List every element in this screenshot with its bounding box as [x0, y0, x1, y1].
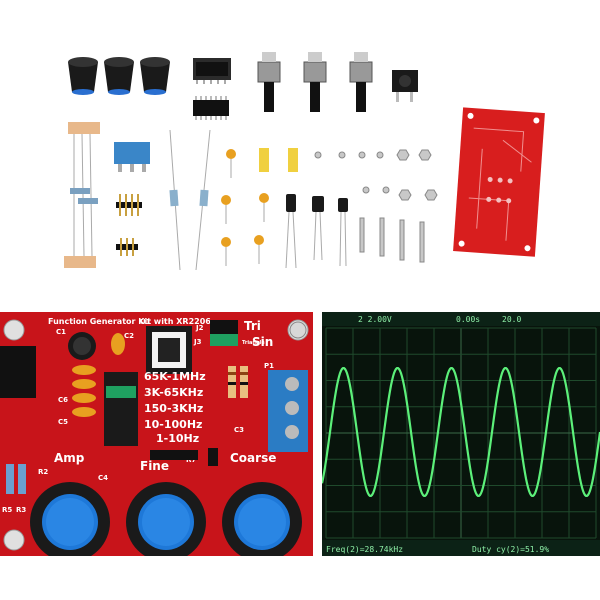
electrolytic-capacitors — [285, 194, 348, 269]
label-c2: C2 — [124, 332, 134, 340]
channel-scale: 2 2.00V — [358, 315, 392, 324]
pin-header-2 — [116, 238, 138, 256]
output-terminal-block — [268, 370, 308, 452]
range-list: 65K-1MHz 3K-65KHz 150-3KHz 10-100Hz 1-10… — [144, 370, 206, 445]
ic-chip — [193, 96, 229, 120]
upright-resistors — [228, 366, 248, 398]
frequency-readout: Freq(2)=28.74kHz — [326, 545, 403, 554]
label-c4: C4 — [98, 474, 108, 482]
label-c1: C1 — [56, 328, 66, 336]
ic-socket — [193, 58, 231, 84]
label-j2: J2 — [195, 324, 204, 332]
tantalum-capacitor — [111, 333, 125, 355]
terminal-block — [114, 142, 150, 172]
dc-jack — [0, 346, 36, 398]
knob-cap-1 — [68, 57, 98, 95]
jumper-cap — [210, 334, 238, 346]
waveform-label-triangle: Triangle — [242, 340, 265, 346]
scope-grid — [325, 327, 597, 539]
potentiometer-1 — [257, 52, 281, 112]
knob-cap-2 — [104, 57, 134, 95]
time-scale: 20.0 — [502, 315, 521, 324]
time-offset: 0.00s — [456, 315, 480, 324]
pin-header-strip — [150, 450, 198, 460]
range-5: 1-10Hz — [156, 432, 199, 445]
knob-amp[interactable] — [30, 482, 110, 556]
knob-coarse[interactable] — [222, 482, 302, 556]
range-3: 150-3KHz — [144, 402, 203, 415]
waveform-label-tri: Tri — [244, 319, 261, 333]
ceramic-capacitors — [221, 149, 269, 247]
pin-header-1 — [116, 194, 142, 216]
potentiometer-3 — [349, 52, 373, 112]
screws-and-nuts — [314, 149, 438, 263]
potentiometer-2 — [303, 52, 327, 112]
capacitor-leads — [225, 159, 265, 266]
oscilloscope-screen-photo: 2 2.00V 0.00s 20.0 Freq(2)=28.74kHz Duty… — [322, 312, 600, 556]
range-jumper-header — [104, 372, 138, 446]
dc-jack — [392, 70, 418, 102]
label-p1: P1 — [264, 362, 274, 370]
waveform-trace — [322, 367, 600, 497]
resistor-pair — [64, 122, 100, 268]
assembled-board-photo: Function Generator Kit with XR2206 C1 C2… — [0, 312, 313, 556]
knob-label-amp: Amp — [54, 451, 85, 465]
board-title: Function Generator Kit with XR2206 — [48, 317, 211, 326]
duty-cycle-readout: Duty cy(2)=51.9% — [472, 545, 549, 554]
label-r2: R2 — [38, 468, 48, 476]
label-r5: R5 — [2, 506, 12, 514]
waveform-label-sin: Sin — [252, 335, 273, 349]
electrolytic-capacitor — [68, 332, 96, 360]
kit-parts-photo — [64, 52, 545, 271]
range-4: 10-100Hz — [144, 418, 202, 431]
knob-label-fine: Fine — [140, 459, 169, 473]
label-c3: C3 — [234, 426, 244, 434]
label-j3: J3 — [193, 338, 202, 346]
jumper-header-top — [210, 320, 238, 334]
knob-fine[interactable] — [126, 482, 206, 556]
label-c5: C5 — [58, 418, 68, 426]
resistor-axial-1 — [169, 129, 181, 271]
range-1: 65K-1MHz — [144, 370, 206, 383]
label-c6: C6 — [58, 396, 68, 404]
label-u1: U1 — [140, 318, 151, 326]
small-capacitor — [208, 448, 218, 466]
side-resistors — [6, 464, 26, 494]
knob-cap-3 — [140, 57, 170, 95]
range-2: 3K-65KHz — [144, 386, 203, 399]
ic-chip-xr2206 — [146, 326, 192, 374]
bare-pcb — [453, 107, 545, 257]
jumper-caps — [259, 148, 298, 172]
knob-label-coarse: Coarse — [230, 451, 276, 465]
label-r3: R3 — [16, 506, 26, 514]
screw-top-right — [289, 321, 307, 339]
resistor-axial-2 — [195, 129, 211, 271]
ceramic-capacitors — [72, 365, 96, 417]
